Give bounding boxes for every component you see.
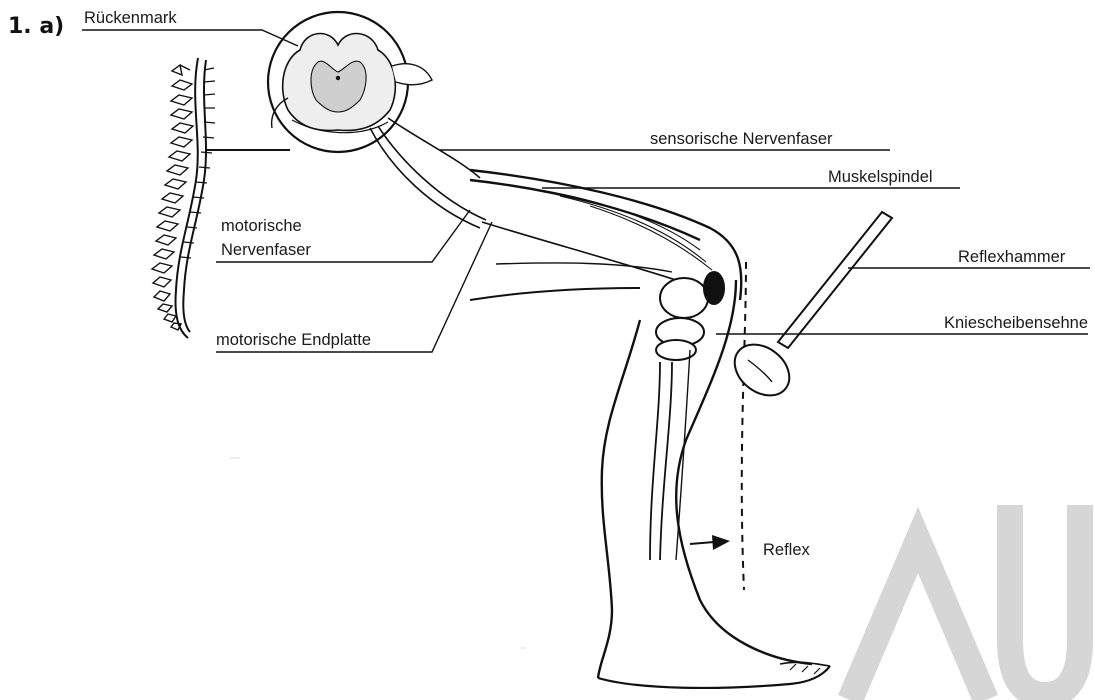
label-sensory-nerve-fiber: sensorische Nervenfaser [650, 131, 833, 148]
label-reflex: Reflex [763, 542, 810, 559]
reflex-hammer-illustration [725, 212, 892, 406]
watermark-letter-a [850, 540, 986, 700]
knee-joint [656, 272, 724, 360]
label-muscle-spindle: Muskelspindel [828, 169, 933, 186]
motor-nerve-path [378, 126, 486, 220]
lower-leg-illustration [598, 280, 830, 688]
reflex-trajectory-line [742, 262, 746, 590]
label-patellar-tendon: Kniescheibensehne [944, 315, 1088, 332]
label-motor-nerve-fiber-line1: motorische [221, 218, 302, 235]
watermark-logo [850, 505, 1080, 700]
leader-spinal-cord [82, 30, 298, 46]
label-reflex-hammer: Reflexhammer [958, 249, 1065, 266]
reflex-arrow-icon [690, 535, 730, 550]
task-number: 1. a) [8, 14, 64, 39]
label-motor-end-plate: motorische Endplatte [216, 332, 371, 349]
thigh-illustration [470, 170, 741, 300]
watermark-letter-u [1010, 505, 1080, 695]
label-spinal-cord: Rückenmark [84, 10, 177, 27]
sensory-nerve-path [388, 118, 480, 178]
scan-marks [230, 458, 526, 648]
label-motor-nerve-fiber-line2: Nervenfaser [221, 242, 311, 259]
spine-vertebrae [152, 65, 193, 330]
spine-illustration [152, 58, 215, 338]
label-leader-lines [82, 30, 1090, 352]
